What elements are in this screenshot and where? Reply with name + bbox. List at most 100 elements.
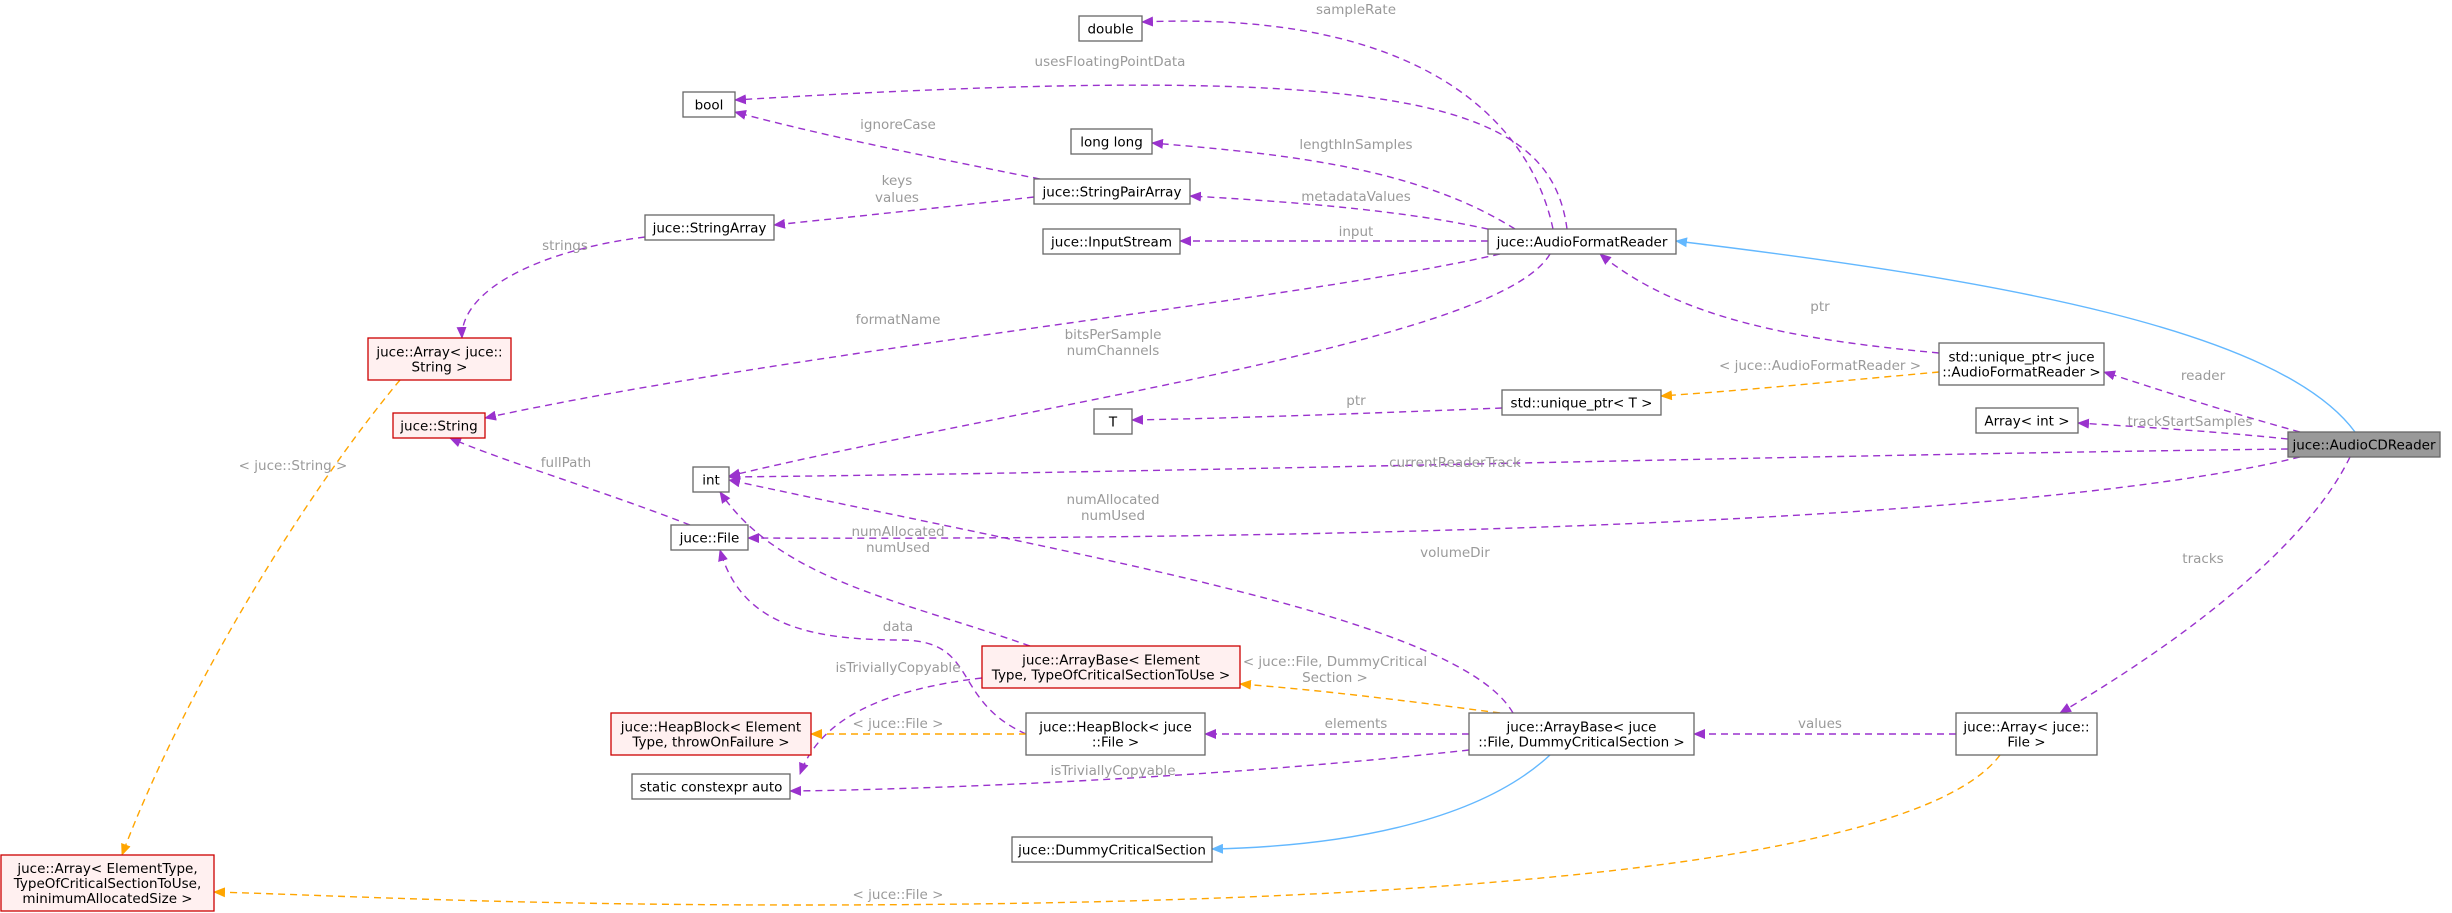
node-label: ::AudioFormatReader > — [1942, 365, 2100, 381]
node-dummycs[interactable]: juce::DummyCriticalSection — [1011, 836, 1213, 863]
node-box[interactable] — [610, 712, 812, 756]
edge-line — [1675, 237, 2356, 433]
node-box[interactable] — [1033, 178, 1191, 205]
node-box[interactable] — [392, 412, 486, 439]
node-heapblock-file[interactable]: juce::HeapBlock< juce::File > — [1025, 712, 1206, 756]
node-box[interactable] — [1487, 228, 1677, 255]
node-label: juce::String — [399, 419, 477, 435]
edge-label: reader — [2181, 368, 2226, 384]
edge-label: values — [1798, 716, 1842, 732]
edge-tpl-heapfile: < juce::File > — [810, 716, 1026, 739]
node-arraybase-tpl[interactable]: juce::ArrayBase< ElementType, TypeOfCrit… — [981, 645, 1241, 689]
edge-label: < juce::String > — [239, 458, 348, 474]
node-box[interactable] — [2287, 431, 2441, 458]
node-constexprauto[interactable]: static constexpr auto — [631, 773, 791, 800]
node-label: juce::AudioFormatReader — [1496, 235, 1668, 251]
node-box[interactable] — [1093, 408, 1133, 435]
node-box[interactable] — [670, 524, 749, 551]
edge-label: isTriviallyCopyable — [1051, 763, 1176, 779]
edge-line — [1239, 679, 1501, 714]
node-box[interactable] — [367, 337, 512, 381]
node-arraystring[interactable]: juce::Array< juce::String > — [367, 337, 512, 381]
node-label: minimumAllocatedSize > — [22, 891, 192, 907]
node-stringarray[interactable]: juce::StringArray — [644, 214, 775, 241]
edge-line — [747, 456, 2301, 544]
edge-label: input — [1339, 224, 1374, 240]
node-box[interactable] — [1070, 128, 1153, 155]
node-arrayint[interactable]: Array< int > — [1975, 407, 2079, 434]
node-box[interactable] — [1955, 712, 2098, 756]
edge-fullpath: fullPath — [449, 437, 691, 526]
node-longlong[interactable]: long long — [1070, 128, 1153, 155]
edge-label: metadataValues — [1301, 189, 1411, 205]
edge-values: values — [1693, 716, 1956, 739]
node-label: Type, throwOnFailure > — [631, 735, 789, 751]
node-bool[interactable]: bool — [682, 91, 736, 118]
edge-line — [456, 236, 646, 339]
node-stringpairarray[interactable]: juce::StringPairArray — [1033, 178, 1191, 205]
node-label: juce::StringArray — [652, 221, 767, 237]
edge-data: data — [718, 549, 1027, 735]
edge-currentreader: currentReaderTrack — [728, 448, 2289, 482]
node-box[interactable] — [1011, 836, 1213, 863]
node-audioformatreader[interactable]: juce::AudioFormatReader — [1487, 228, 1677, 255]
node-box[interactable] — [682, 91, 736, 118]
edge-label: numChannels — [1067, 343, 1160, 359]
edge-trackstart: trackStartSamples — [2077, 414, 2289, 440]
node-box[interactable] — [692, 466, 730, 493]
node-box[interactable] — [1501, 389, 1662, 416]
node-string[interactable]: juce::String — [392, 412, 486, 439]
node-file[interactable]: juce::File — [670, 524, 749, 551]
node-int[interactable]: int — [692, 466, 730, 493]
edge-strings: strings — [456, 236, 646, 339]
edge-label: lengthInSamples — [1299, 137, 1412, 153]
node-uniqueptr-t[interactable]: std::unique_ptr< T > — [1501, 389, 1662, 416]
node-label: juce::InputStream — [1050, 235, 1172, 251]
edge-label: numUsed — [1081, 508, 1145, 524]
node-arraybase-file[interactable]: juce::ArrayBase< juce::File, DummyCritic… — [1468, 712, 1695, 756]
node-label: File > — [2007, 735, 2045, 751]
edge-line — [734, 84, 1568, 230]
node-T[interactable]: T — [1093, 408, 1133, 435]
node-box[interactable] — [0, 854, 215, 912]
node-box[interactable] — [981, 645, 1241, 689]
node-label: std::unique_ptr< juce — [1948, 350, 2094, 366]
node-box[interactable] — [1025, 712, 1206, 756]
node-box[interactable] — [1078, 15, 1143, 42]
edge-usesfloat: usesFloatingPointData — [734, 54, 1568, 230]
node-arrayfile[interactable]: juce::Array< juce::File > — [1955, 712, 2098, 756]
node-label: long long — [1080, 135, 1143, 151]
node-label: Array< int > — [1984, 414, 2069, 430]
node-double[interactable]: double — [1078, 15, 1143, 42]
edge-label: data — [883, 619, 913, 635]
node-box[interactable] — [644, 214, 775, 241]
node-label: Type, TypeOfCriticalSectionToUse > — [991, 668, 1230, 684]
node-audiocdreader[interactable]: juce::AudioCDReader — [2287, 431, 2441, 458]
node-box[interactable] — [1042, 228, 1181, 255]
node-array-tpl[interactable]: juce::Array< ElementType,TypeOfCriticalS… — [0, 854, 215, 912]
edges-layer: sampleRateusesFloatingPointDataignoreCas… — [121, 2, 2356, 906]
edge-tpl-file: < juce::File > — [213, 754, 2001, 906]
edge-line — [2059, 456, 2351, 714]
node-label: T — [1108, 415, 1118, 431]
node-uniqueptr-afr[interactable]: std::unique_ptr< juce::AudioFormatReader… — [1938, 342, 2105, 386]
edge-line — [734, 110, 1041, 180]
edge-ptr-t: ptr — [1131, 393, 1503, 425]
node-label: std::unique_ptr< T > — [1511, 396, 1653, 412]
edge-label: ptr — [1810, 299, 1830, 315]
node-heapblock-tpl[interactable]: juce::HeapBlock< ElementType, throwOnFai… — [610, 712, 812, 756]
node-inputstream[interactable]: juce::InputStream — [1042, 228, 1181, 255]
node-label: juce::DummyCriticalSection — [1017, 843, 1206, 859]
edge-tpl-afr: < juce::AudioFormatReader > — [1660, 358, 1940, 401]
node-box[interactable] — [1975, 407, 2079, 434]
edge-line — [773, 196, 1035, 229]
node-label: juce::Array< juce:: — [375, 345, 502, 361]
node-box[interactable] — [1938, 342, 2105, 386]
edge-line — [1189, 191, 1501, 233]
edge-line — [449, 437, 691, 526]
edge-inherit-dummy — [1211, 754, 1551, 854]
node-box[interactable] — [631, 773, 791, 800]
node-box[interactable] — [1468, 712, 1695, 756]
edge-lengthinsamples: lengthInSamples — [1151, 137, 1516, 230]
